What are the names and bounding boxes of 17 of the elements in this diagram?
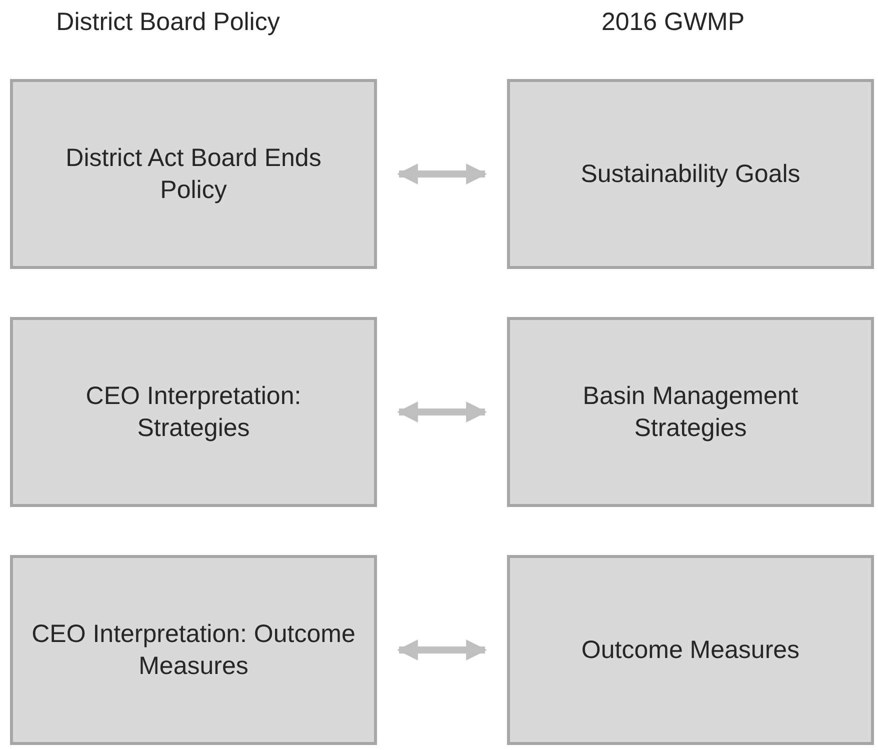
double-arrow	[396, 640, 488, 660]
text-box	[507, 555, 874, 745]
double-arrow	[396, 402, 488, 422]
box-text: CEO Interpretation: Strategies	[84, 380, 302, 444]
box-text: Outcome Measures	[580, 634, 801, 666]
text-box	[10, 317, 377, 507]
box-text: Sustainability Goals	[580, 158, 802, 190]
box-text: District Act Board Ends Policy	[64, 142, 322, 206]
text-box	[10, 79, 377, 269]
column-heading: District Board Policy	[56, 8, 280, 37]
text-box	[507, 317, 874, 507]
box-text: CEO Interpretation: Outcome Measures	[30, 618, 356, 682]
text-box	[507, 79, 874, 269]
text-box	[10, 555, 377, 745]
column-heading: 2016 GWMP	[601, 8, 745, 37]
box-text: Basin Management Strategies	[582, 380, 800, 444]
double-arrow	[396, 164, 488, 184]
